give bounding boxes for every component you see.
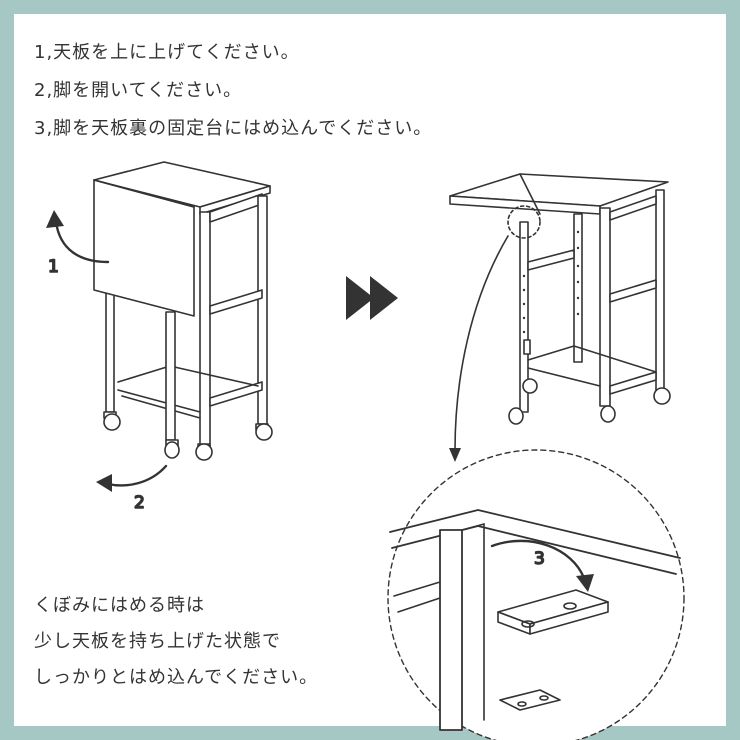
- folded-wagon-illustration: [46, 161, 273, 492]
- step-2-label: 2: [134, 493, 145, 513]
- step-3-label: 3: [534, 549, 545, 569]
- arrow-left-icon: [96, 474, 112, 492]
- caution-note-line-3: しっかりとはめ込んでください。: [34, 667, 319, 688]
- caution-note-line-2: 少し天板を持ち上げた状態で: [34, 631, 281, 652]
- step-1-label: 1: [48, 257, 59, 277]
- instruction-list: 1,天板を上に上げてください。 2,脚を開いてください。 3,脚を天板裏の固定台…: [34, 34, 432, 148]
- instruction-step-2: 2,脚を開いてください。: [34, 80, 243, 101]
- unfolded-wagon-illustration: [449, 173, 671, 462]
- caution-note: くぼみにはめる時は 少し天板を持ち上げた状態で しっかりとはめ込んでください。: [34, 588, 318, 696]
- arrow-up-icon: [46, 210, 64, 228]
- instruction-step-3: 3,脚を天板裏の固定台にはめ込んでください。: [34, 118, 433, 139]
- arrow-down-icon: [576, 574, 594, 592]
- instruction-step-1: 1,天板を上に上げてください。: [34, 42, 300, 63]
- double-chevron-right-icon: [346, 276, 398, 320]
- detail-zoom-view: [387, 449, 685, 740]
- caution-note-line-1: くぼみにはめる時は: [34, 595, 205, 616]
